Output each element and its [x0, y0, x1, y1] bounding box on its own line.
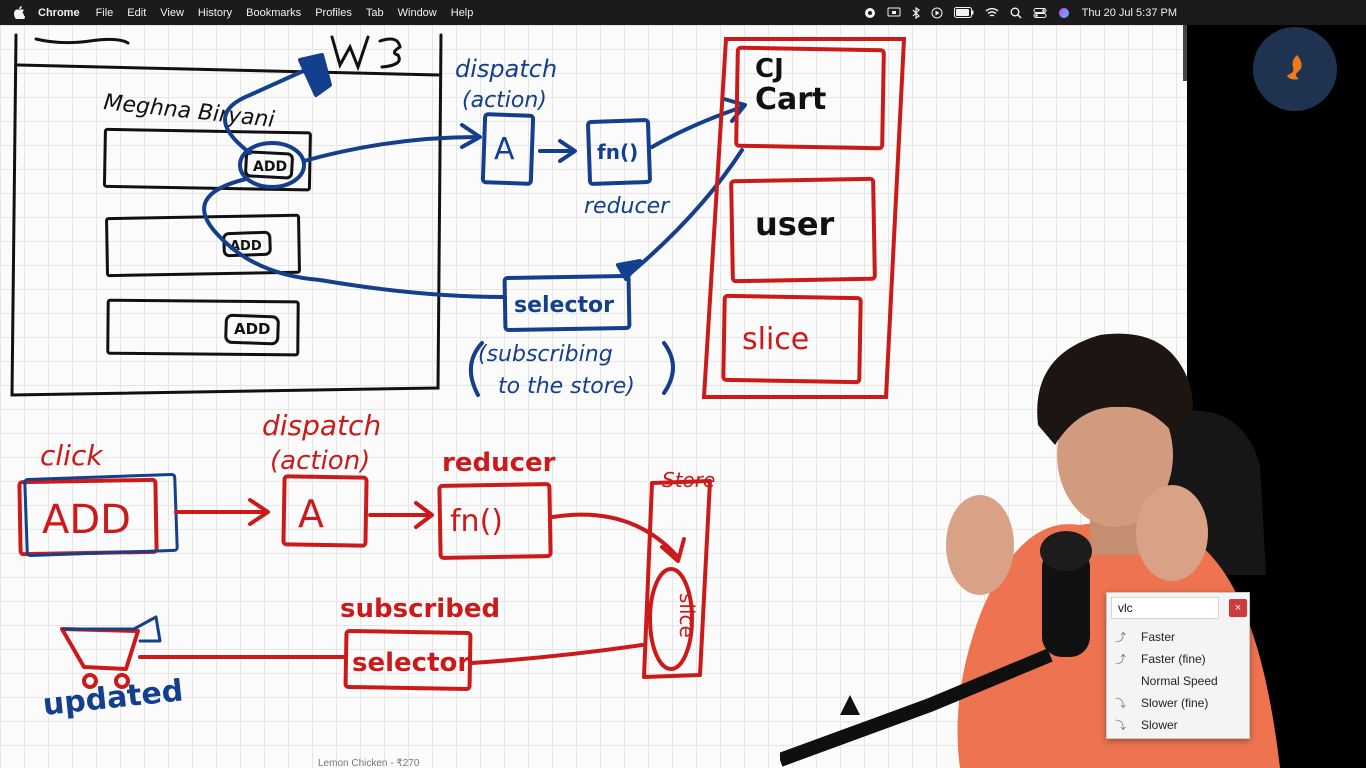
menu-item-caption: Lemon Chicken - ₹270 — [318, 758, 420, 768]
whiteboard-drawing: Meghna Biryani ADD ADD ADD dispatch (act… — [10, 33, 907, 723]
control-center-icon[interactable] — [1033, 7, 1047, 19]
menu-help[interactable]: Help — [450, 6, 474, 19]
action-box-label-top: A — [494, 132, 515, 167]
scrollbar-thumb[interactable] — [1183, 25, 1187, 81]
action-label-bottom: (action) — [270, 446, 370, 476]
reducer-label-bottom: reducer — [442, 448, 556, 478]
blue-flow-sketch — [202, 53, 747, 397]
action-box-label-bottom: A — [298, 492, 324, 536]
menu-tab[interactable]: Tab — [365, 6, 384, 19]
faster-fine-icon: ⤴ — [1115, 654, 1126, 666]
menu-bar-clock[interactable]: Thu 20 Jul 5:37 PM — [1081, 6, 1177, 19]
menu-history[interactable]: History — [197, 6, 233, 19]
dispatch-label-bottom: dispatch — [262, 409, 381, 442]
siri-icon[interactable] — [1058, 7, 1070, 19]
selector-label-top: selector — [514, 293, 614, 318]
vlc-option-faster[interactable]: ⤴ Faster — [1107, 626, 1249, 648]
vlc-speed-popup: vlc × ⤴ Faster ⤴ Faster (fine) Normal Spee… — [1106, 592, 1250, 739]
wifi-icon[interactable] — [985, 7, 999, 18]
menu-bookmarks[interactable]: Bookmarks — [246, 6, 302, 19]
store-label-bottom: Store — [662, 468, 715, 492]
add-button-label-3: ADD — [234, 320, 271, 338]
menu-edit[interactable]: Edit — [127, 6, 147, 19]
app-mockup-sketch — [10, 33, 443, 397]
slice-label-bottom: slice — [675, 593, 699, 638]
updated-label: updated — [41, 673, 185, 723]
screen-mirroring-icon[interactable] — [887, 7, 901, 19]
dispatch-label-top: dispatch — [455, 55, 557, 83]
selector-label-bottom: selector — [352, 648, 470, 678]
add-button-label-1: ADD — [253, 159, 287, 175]
vlc-option-slower-fine[interactable]: ⤵ Slower (fine) — [1107, 692, 1249, 714]
menu-app-chrome[interactable]: Chrome — [38, 6, 80, 19]
click-label: click — [40, 439, 104, 472]
store-cart-label-line1: CJ — [755, 54, 784, 84]
vlc-option-label: Normal Speed — [1141, 674, 1218, 688]
store-cart-label-line2: Cart — [755, 82, 826, 117]
vlc-option-faster-fine[interactable]: ⤴ Faster (fine) — [1107, 648, 1249, 670]
vlc-close-button[interactable]: × — [1229, 599, 1247, 617]
apple-menu-icon[interactable] — [12, 6, 26, 19]
record-icon[interactable] — [864, 7, 876, 19]
channel-logo-icon — [1287, 55, 1302, 80]
subscribing-label-line2: to the store) — [498, 374, 635, 399]
now-playing-icon[interactable] — [931, 7, 943, 19]
vlc-option-label: Slower — [1141, 718, 1178, 732]
slower-icon: ⤵ — [1115, 720, 1126, 732]
fn-box-label-bottom: fn() — [450, 504, 503, 539]
menu-profiles[interactable]: Profiles — [315, 6, 352, 19]
store-slice-label: slice — [742, 322, 809, 357]
bluetooth-icon[interactable] — [912, 6, 920, 19]
subscribed-label: subscribed — [340, 594, 500, 624]
vlc-option-label: Faster (fine) — [1141, 652, 1206, 666]
add-label-bottom: ADD — [42, 497, 131, 543]
vlc-search-field[interactable]: vlc — [1111, 597, 1219, 619]
bottom-flow-sketch — [17, 472, 712, 692]
vlc-option-label: Slower (fine) — [1141, 696, 1209, 710]
menu-file[interactable]: File — [95, 6, 114, 19]
menu-bar: Chrome File Edit View History Bookmarks … — [0, 0, 1366, 25]
battery-icon[interactable] — [953, 7, 974, 18]
vlc-option-normal-speed[interactable]: Normal Speed — [1107, 670, 1249, 692]
menu-view[interactable]: View — [160, 6, 184, 19]
menu-window[interactable]: Window — [397, 6, 437, 19]
slower-fine-icon: ⤵ — [1115, 698, 1126, 710]
channel-logo — [1253, 27, 1337, 111]
subscribing-label-line1: (subscribing — [478, 342, 613, 367]
vlc-option-label: Faster — [1141, 630, 1176, 644]
store-sketch — [701, 37, 907, 399]
reducer-label-top: reducer — [584, 194, 671, 219]
presenter-webcam-video — [780, 333, 1280, 768]
store-user-label: user — [755, 205, 835, 243]
faster-icon: ⤴ — [1115, 632, 1126, 644]
vlc-speed-options: ⤴ Faster ⤴ Faster (fine) Normal Speed ⤵ Slo… — [1107, 626, 1249, 736]
action-label-top: (action) — [462, 88, 547, 113]
status-area: Thu 20 Jul 5:37 PM — [853, 0, 1366, 25]
fn-box-label-top: fn() — [597, 140, 638, 164]
vlc-option-slower[interactable]: ⤵ Slower — [1107, 714, 1249, 736]
spotlight-search-icon[interactable] — [1010, 7, 1022, 19]
